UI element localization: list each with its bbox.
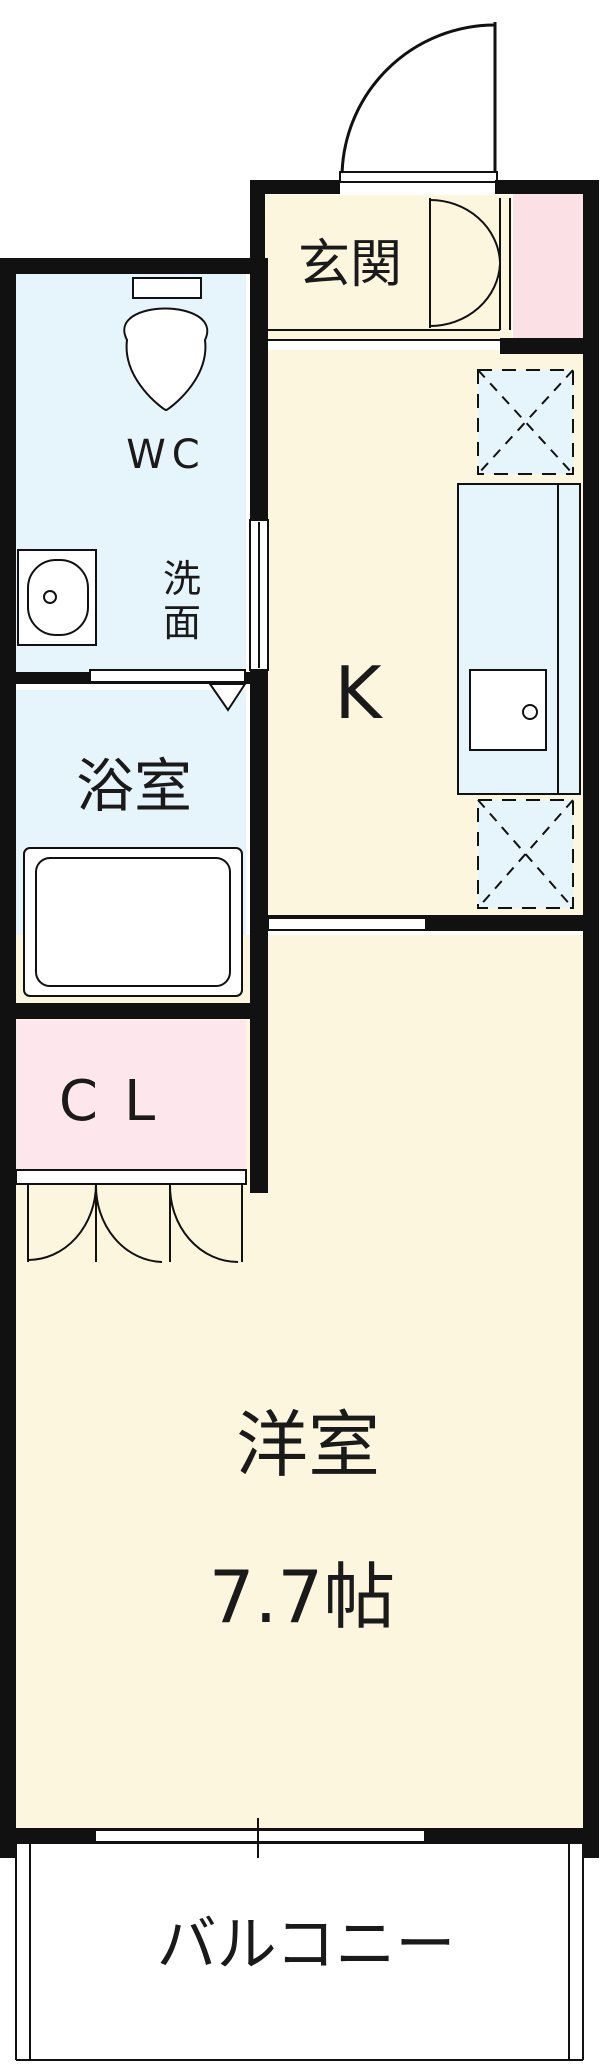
room-labels: 玄関 WC 洗 面 浴室 K CL 洋室 7.7帖 バルコニー bbox=[59, 235, 456, 1980]
kitchen-door bbox=[267, 917, 427, 931]
western-room-size-label: 7.7帖 bbox=[209, 1555, 396, 1639]
balcony-label: バルコニー bbox=[157, 1910, 456, 1980]
bath-label: 浴室 bbox=[76, 752, 192, 820]
wc-label: WC bbox=[126, 432, 205, 478]
bath-door bbox=[89, 669, 247, 712]
balcony-outline bbox=[15, 1844, 584, 2061]
wash-basin-icon bbox=[17, 549, 97, 646]
wc-door bbox=[249, 519, 269, 671]
room-fills bbox=[16, 193, 583, 1830]
toilet-icon bbox=[123, 277, 209, 412]
front-door bbox=[339, 22, 498, 183]
closet-floor-top bbox=[16, 1020, 246, 1170]
entrance-label: 玄関 bbox=[298, 235, 402, 295]
closet-doors bbox=[15, 1169, 247, 1263]
bathtub-icon bbox=[23, 847, 243, 997]
entrance-floor bbox=[262, 195, 512, 340]
closet-label: CL bbox=[59, 1069, 181, 1134]
kitchen-label: K bbox=[334, 651, 383, 735]
kitchen-counter bbox=[457, 483, 581, 795]
balcony-window bbox=[94, 1818, 426, 1858]
fridge-space-top bbox=[477, 369, 574, 475]
washroom-label-top: 洗 bbox=[163, 557, 201, 601]
entrance-pink-box bbox=[513, 193, 583, 338]
washroom-label-bottom: 面 bbox=[163, 601, 201, 645]
storage-space-bottom bbox=[477, 799, 574, 909]
entrance-details bbox=[265, 198, 511, 341]
western-room-label: 洋室 bbox=[236, 1403, 380, 1487]
